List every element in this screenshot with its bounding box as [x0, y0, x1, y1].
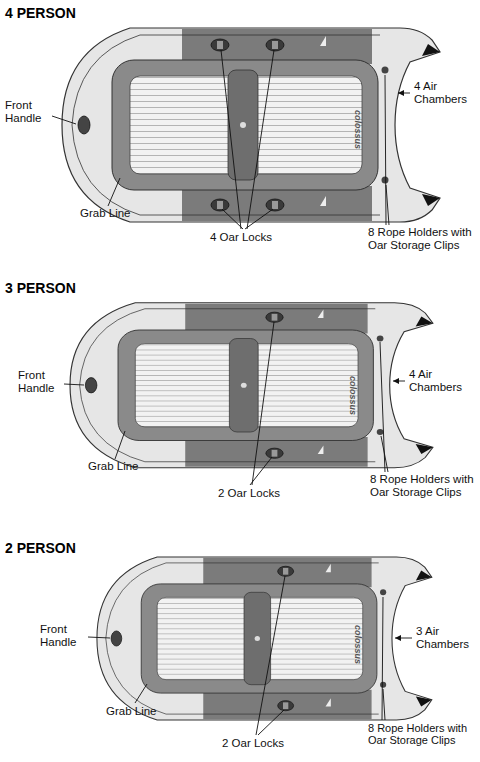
part-label: 4 Oar Locks: [210, 231, 272, 244]
part-label: Grab Line: [80, 207, 131, 220]
part-label: Front Handle: [18, 369, 64, 395]
part-label: 3 Air Chambers: [416, 625, 476, 651]
part-label: Grab Line: [88, 460, 139, 473]
brand-logo: colossus: [353, 110, 363, 149]
part-label: Front Handle: [5, 99, 51, 125]
brand-logo: colossus: [348, 376, 358, 415]
section-title: 2 PERSON: [5, 540, 76, 556]
part-label: Front Handle: [40, 623, 86, 649]
part-label: 8 Rope Holders with Oar Storage Clips: [368, 722, 476, 746]
part-label: 2 Oar Locks: [222, 737, 284, 750]
section-title: 3 PERSON: [5, 280, 76, 296]
part-label: 4 Air Chambers: [414, 80, 476, 106]
section-title: 4 PERSON: [5, 5, 76, 21]
part-label: Grab Line: [106, 705, 157, 718]
part-label: 8 Rope Holders with Oar Storage Clips: [370, 473, 476, 499]
part-label: 8 Rope Holders with Oar Storage Clips: [368, 226, 476, 252]
brand-logo: colossus: [353, 625, 363, 664]
part-label: 2 Oar Locks: [218, 487, 280, 500]
part-label: 4 Air Chambers: [409, 368, 471, 394]
